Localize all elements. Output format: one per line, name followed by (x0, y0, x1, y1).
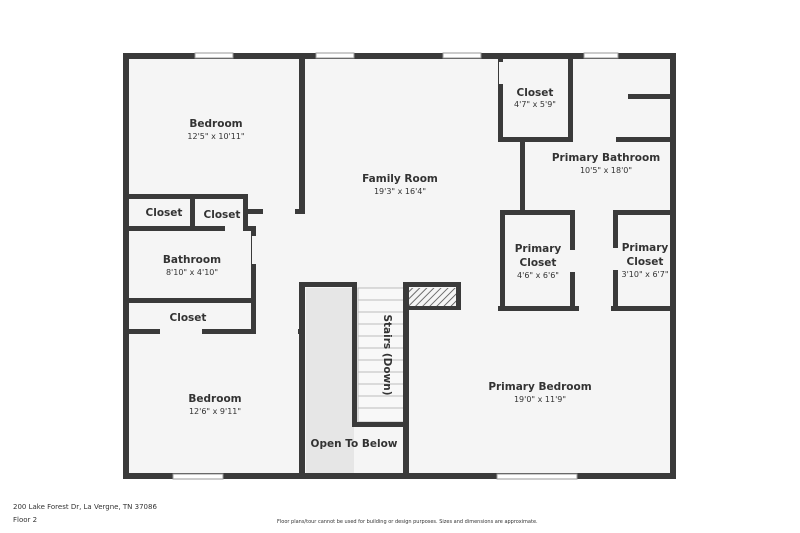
room-dimensions: 4'6" x 6'6" (517, 271, 559, 280)
open-to-below-area (306, 288, 354, 474)
stairs-label: Stairs (Down) (381, 314, 393, 395)
address: 200 Lake Forest Dr, La Vergne, TN 37086 (13, 503, 157, 511)
room-label: Primary (622, 242, 669, 254)
room-label: Family Room (362, 173, 438, 185)
room-dimensions: 19'3" x 16'4" (374, 187, 426, 196)
room-label: Bathroom (163, 254, 221, 266)
room-label: Bedroom (189, 118, 242, 130)
room-label: Closet (146, 207, 183, 219)
room-label: Primary Bathroom (552, 152, 660, 164)
room-dimensions: 19'0" x 11'9" (514, 395, 566, 404)
room-label: Primary (515, 243, 562, 255)
stairs (357, 287, 405, 423)
room-dimensions: 4'7" x 5'9" (514, 100, 556, 109)
room-dimensions: 8'10" x 4'10" (166, 268, 218, 277)
room-label: Closet (520, 257, 557, 269)
room-label: Closet (627, 256, 664, 268)
floor-label: Floor 2 (13, 516, 38, 524)
room-dimensions: 12'5" x 10'11" (187, 132, 244, 141)
room-label: Open To Below (311, 438, 398, 450)
room-label: Closet (170, 312, 207, 324)
windows-and-doors (160, 52, 619, 480)
room-label: Closet (517, 87, 554, 99)
room-dimensions: 3'10" x 6'7" (621, 270, 668, 279)
room-label: Bedroom (188, 393, 241, 405)
chimney-hatch (408, 288, 456, 308)
room-label: Closet (204, 209, 241, 221)
disclaimer: Floor plans/tour cannot be used for buil… (277, 519, 538, 525)
room-dimensions: 12'6" x 9'11" (189, 407, 241, 416)
room-dimensions: 10'5" x 18'0" (580, 166, 632, 175)
room-label: Primary Bedroom (488, 381, 591, 393)
